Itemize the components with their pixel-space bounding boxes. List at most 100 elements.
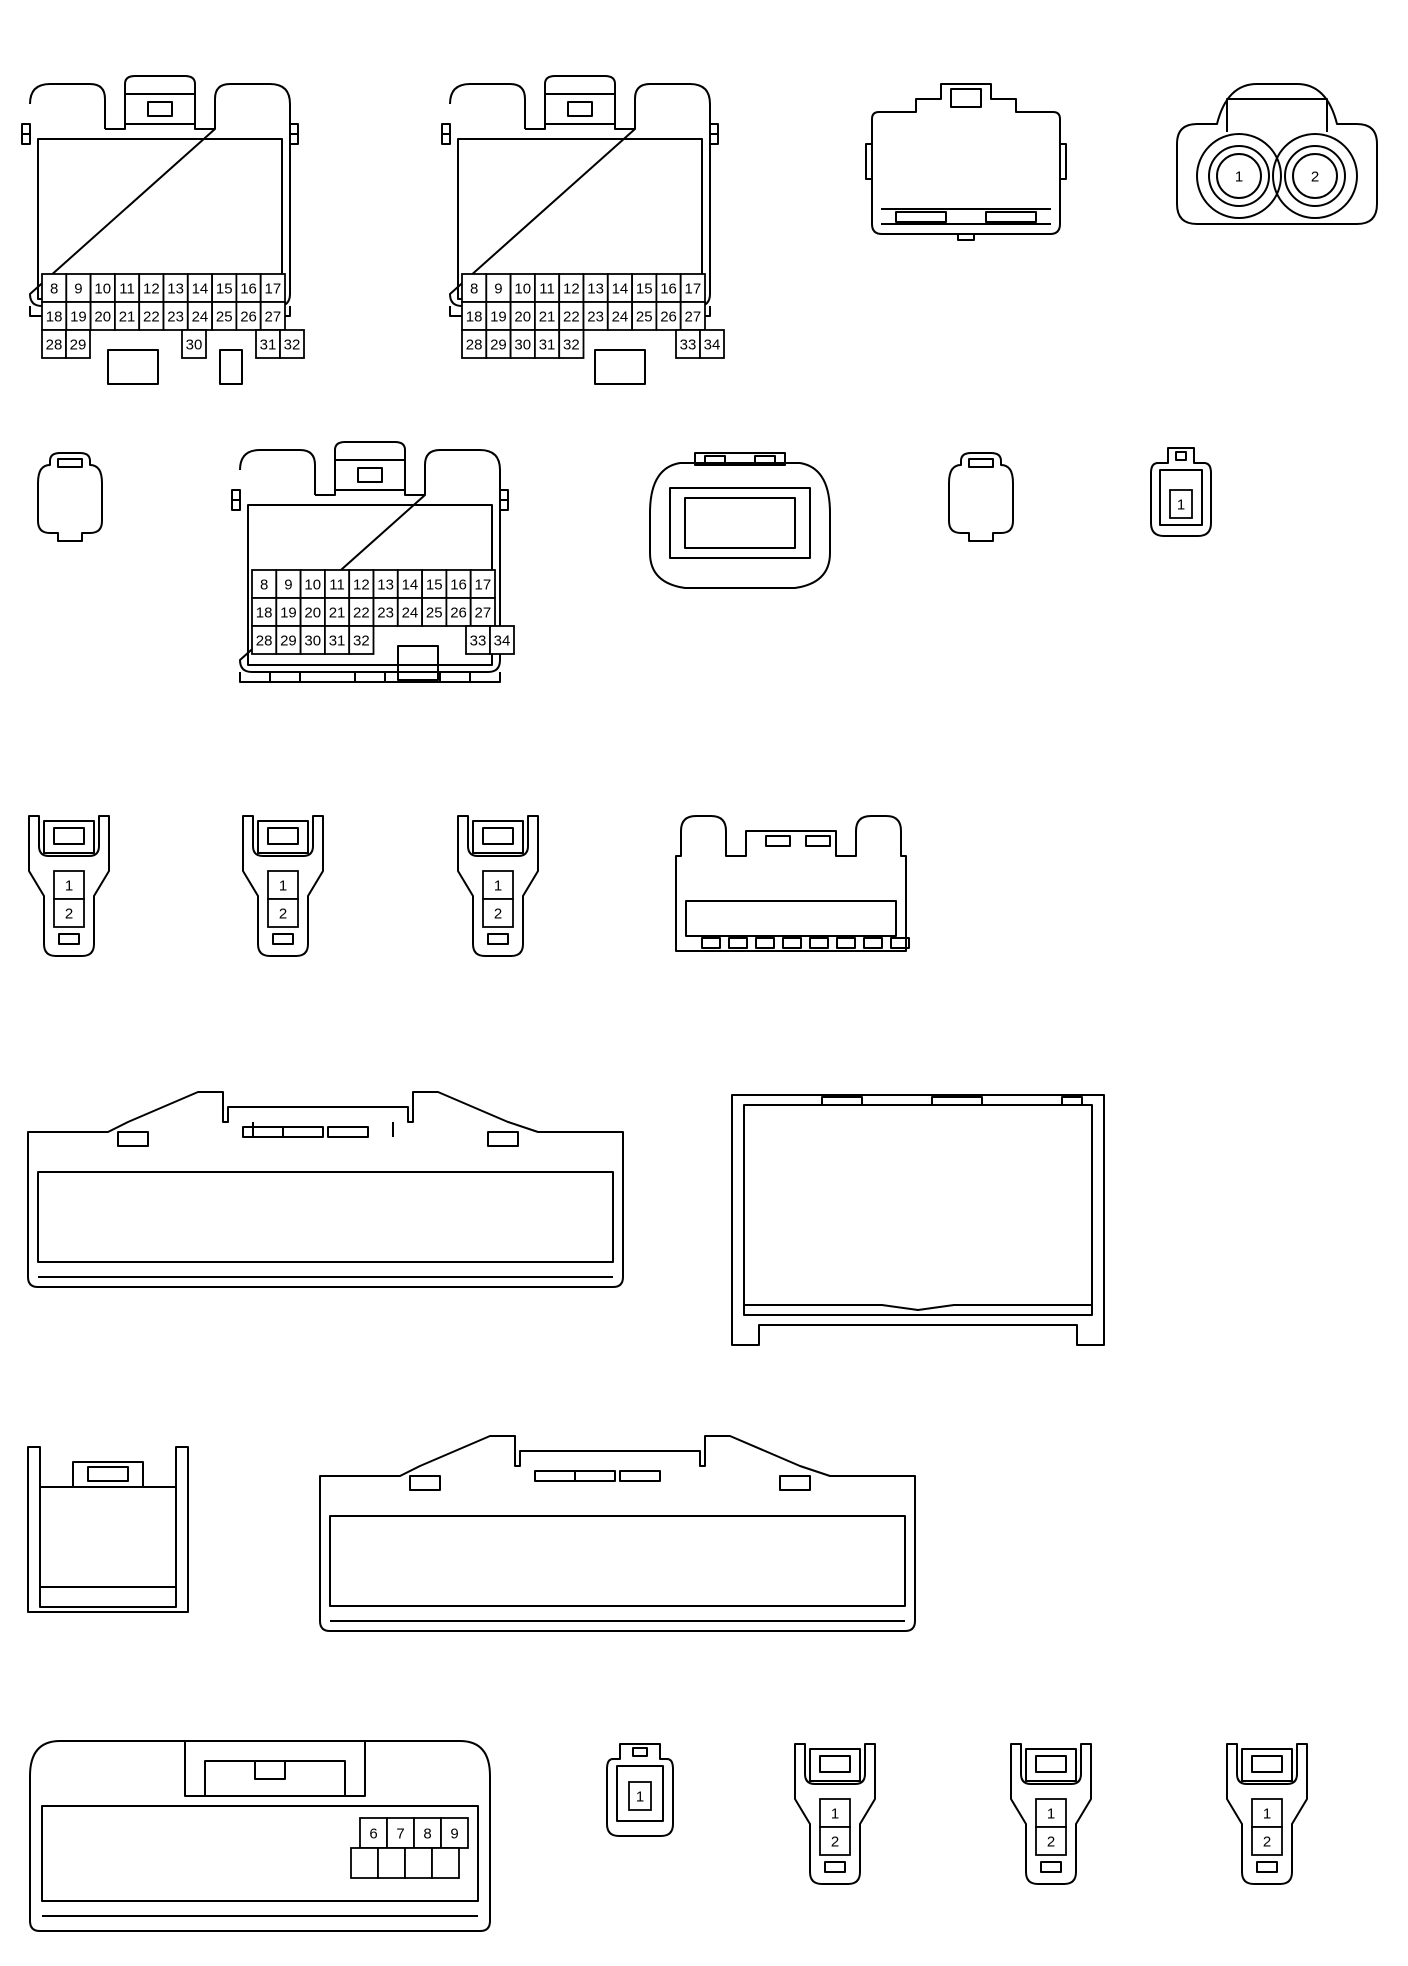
pin-number: 10 xyxy=(304,577,321,594)
pin-cell xyxy=(469,569,496,599)
pin-number: 16 xyxy=(450,577,467,594)
pin-number: 32 xyxy=(284,337,301,354)
pin-number: 18 xyxy=(466,309,483,326)
housing-detail xyxy=(809,1748,861,1782)
pin-cell xyxy=(275,625,302,655)
housing-detail xyxy=(231,489,241,511)
housing-outline xyxy=(29,1740,491,1932)
pin-number: 30 xyxy=(514,337,531,354)
pin-cell xyxy=(485,301,512,331)
pin-number: 32 xyxy=(563,337,580,354)
housing-outline xyxy=(252,1122,394,1137)
pin-cell xyxy=(138,301,165,331)
pin-number: 27 xyxy=(685,309,702,326)
housing-detail xyxy=(574,1470,616,1482)
housing-detail xyxy=(1040,1861,1062,1873)
pin-number: 25 xyxy=(216,309,233,326)
housing-outline xyxy=(794,1743,876,1885)
housing-detail xyxy=(1256,1861,1278,1873)
pin-number: 28 xyxy=(46,337,63,354)
pin-number: 33 xyxy=(680,337,697,354)
housing-outline xyxy=(28,815,110,957)
pin-cell xyxy=(259,301,286,331)
housing-detail xyxy=(1025,1748,1077,1782)
pin-cell xyxy=(1169,489,1193,519)
pin-number: 33 xyxy=(470,633,487,650)
pin-cell xyxy=(655,273,682,303)
housing-detail xyxy=(836,937,856,949)
pin-cell xyxy=(679,301,706,331)
housing-outline xyxy=(694,452,786,466)
pin-cell xyxy=(489,625,515,655)
housing-detail xyxy=(219,349,243,385)
pin-cell xyxy=(41,301,68,331)
pin-number: 34 xyxy=(704,337,721,354)
pin-number: 30 xyxy=(304,633,321,650)
pin-number: 1 xyxy=(494,878,502,895)
pin-cell xyxy=(324,597,351,627)
pin-cell xyxy=(89,301,116,331)
pin-number: 2 xyxy=(279,906,287,923)
pin-number: 11 xyxy=(119,281,135,298)
pin-number: 24 xyxy=(612,309,629,326)
housing-detail xyxy=(824,1861,846,1873)
housing-detail xyxy=(147,101,173,117)
pin-cell xyxy=(482,870,514,900)
pin-cell xyxy=(65,301,92,331)
housing-outline xyxy=(731,1094,1105,1346)
housing-outline xyxy=(1226,1743,1308,1885)
pin-cell xyxy=(279,329,305,359)
housing-outline xyxy=(329,1515,906,1607)
housing-detail xyxy=(1241,1748,1293,1782)
housing-detail xyxy=(117,1131,149,1147)
pin-number: 15 xyxy=(636,281,653,298)
pin-number: 25 xyxy=(636,309,653,326)
housing-detail xyxy=(409,1475,441,1491)
housing-detail xyxy=(863,937,883,949)
pin-cell xyxy=(631,273,658,303)
pin-cell xyxy=(235,301,262,331)
pin-number: 27 xyxy=(475,605,492,622)
housing-detail xyxy=(985,211,1037,223)
housing-outline xyxy=(1150,447,1212,537)
pin-number: 1 xyxy=(831,1806,839,1823)
pin-cell xyxy=(259,273,286,303)
housing-detail xyxy=(439,671,471,683)
pin-number: 20 xyxy=(304,605,321,622)
pin-cell xyxy=(558,329,585,359)
housing-outline xyxy=(1226,98,1328,132)
pin-cell xyxy=(819,1826,851,1856)
pin-number: 23 xyxy=(587,309,604,326)
pin-number: 17 xyxy=(685,281,702,298)
pin-number: 2 xyxy=(1263,1834,1271,1851)
pin-number: 19 xyxy=(280,605,297,622)
housing-detail xyxy=(819,1755,851,1773)
pin-number: 2 xyxy=(1311,169,1319,186)
housing-detail xyxy=(87,1466,129,1482)
housing-detail xyxy=(950,88,982,108)
housing-outline xyxy=(104,99,216,129)
pin-cell xyxy=(440,1817,469,1849)
pin-number: 2 xyxy=(831,1834,839,1851)
housing-detail xyxy=(43,820,95,854)
housing-outline xyxy=(29,75,291,307)
pin-cell xyxy=(324,569,351,599)
housing-detail xyxy=(1159,469,1203,526)
pin-cell xyxy=(534,329,561,359)
pin-number: 21 xyxy=(119,309,136,326)
pin-cell xyxy=(699,329,725,359)
pin-number: 28 xyxy=(256,633,273,650)
pin-number: 27 xyxy=(265,309,282,326)
pin-number: 22 xyxy=(353,605,370,622)
pin-number: 24 xyxy=(192,309,209,326)
pin-cell xyxy=(461,301,488,331)
pin-number: 29 xyxy=(280,633,297,650)
pin-cell xyxy=(377,1847,406,1879)
